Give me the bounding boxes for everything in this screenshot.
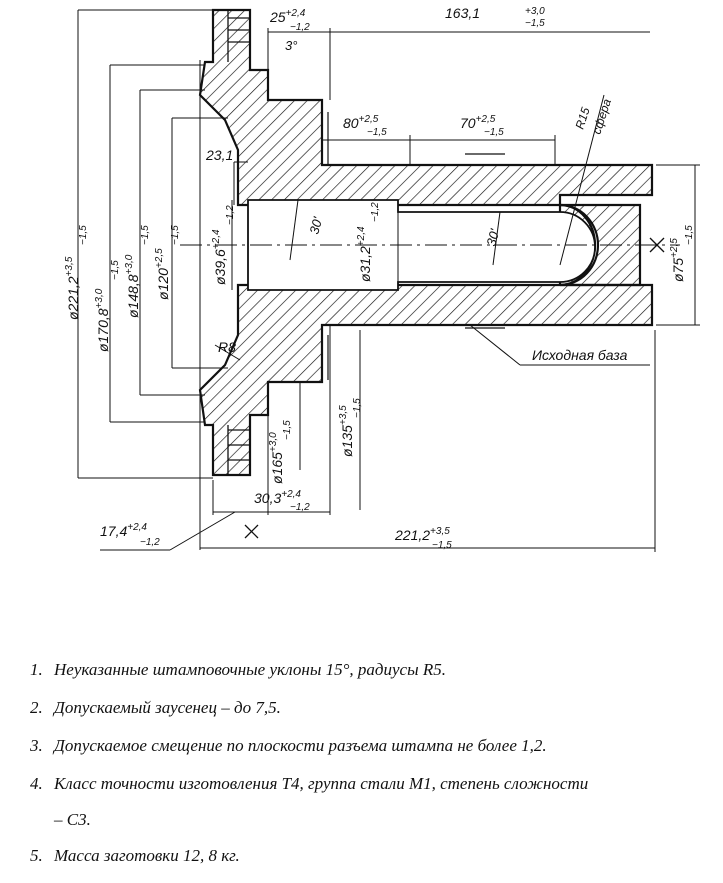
svg-text:−1,2: −1,2 <box>225 205 236 225</box>
note-item: 5.Масса заготовки 12, 8 кг. <box>30 846 240 865</box>
dim-25: 25 <box>269 9 286 25</box>
note-item: 4.Класс точности изготовления Т4, группа… <box>30 774 589 793</box>
dimension-lines <box>77 9 700 552</box>
dim-d39: ø39,6+2,4 <box>211 229 228 285</box>
dim-d165: ø165+3,0 <box>268 432 285 484</box>
svg-text:−1,5: −1,5 <box>170 225 181 245</box>
svg-text:−1,5: −1,5 <box>110 260 121 280</box>
base-label: Исходная база <box>532 347 628 363</box>
dim-23: 23,1 <box>205 147 233 163</box>
bore-outline <box>247 199 596 291</box>
dim-163: 163,1 <box>445 5 480 21</box>
dim-30-3: 30,3+2,4 <box>254 489 301 506</box>
dim-80: 80+2,5 <box>343 114 379 131</box>
svg-text:−1,5: −1,5 <box>525 18 545 29</box>
dim-70: 70+2,5 <box>460 114 496 131</box>
dim-d75: ø75+2,5 <box>669 238 686 282</box>
svg-text:25+2,4: 25+2,4 <box>269 8 306 25</box>
cross-marks <box>244 237 665 539</box>
svg-text:−1,5: −1,5 <box>684 225 695 245</box>
dim-d120: ø120+2,5 <box>154 248 171 300</box>
svg-text:−1,5: −1,5 <box>140 225 151 245</box>
dim-221-len: 221,2+3,5 <box>394 526 450 543</box>
dim-d135: ø135+3,5 <box>338 405 355 457</box>
svg-text:+3,0: +3,0 <box>525 6 545 17</box>
svg-text:−1,2: −1,2 <box>140 537 160 548</box>
svg-text:−1,5: −1,5 <box>78 225 89 245</box>
note-item: 2.Допускаемый заусенец – до 7,5. <box>30 698 281 717</box>
svg-text:−1,5: −1,5 <box>432 540 452 551</box>
dim-d170: ø170,8+3,0 <box>94 288 111 352</box>
dim-r8: R8 <box>218 339 236 355</box>
dim-17-4: 17,4+2,4 <box>100 522 147 539</box>
svg-text:−1,2: −1,2 <box>370 202 381 222</box>
svg-text:−1,5: −1,5 <box>352 398 363 418</box>
note-item-continuation: – С3. <box>54 810 91 829</box>
svg-text:−1,5: −1,5 <box>484 127 504 138</box>
svg-text:−1,2: −1,2 <box>290 502 310 513</box>
dim-d31: ø31,2+2,4 <box>356 226 373 282</box>
svg-text:−1,5: −1,5 <box>367 127 387 138</box>
dim-d148: ø148,8+3,0 <box>124 254 141 318</box>
dim-r15: R15 <box>573 105 593 131</box>
svg-text:−1,2: −1,2 <box>290 22 310 33</box>
dim-3deg: 3° <box>285 38 297 53</box>
dim-30min-b: 30' <box>483 227 502 248</box>
technical-drawing: 25+2,4 −1,2 3° 163,1 +3,0 −1,5 80+2,5 −1… <box>64 5 700 552</box>
flange-grid <box>227 10 250 475</box>
dim-30min-a: 30' <box>306 215 325 236</box>
note-item: 3.Допускаемое смещение по плоскости разъ… <box>30 736 547 755</box>
svg-text:−1,5: −1,5 <box>282 420 293 440</box>
note-item: 1.Неуказанные штамповочные уклоны 15°, р… <box>30 660 446 679</box>
base-marks <box>327 112 505 380</box>
dim-d221: ø221,2+3,5 <box>64 256 81 320</box>
dim-r15-note: сфера <box>590 97 615 136</box>
